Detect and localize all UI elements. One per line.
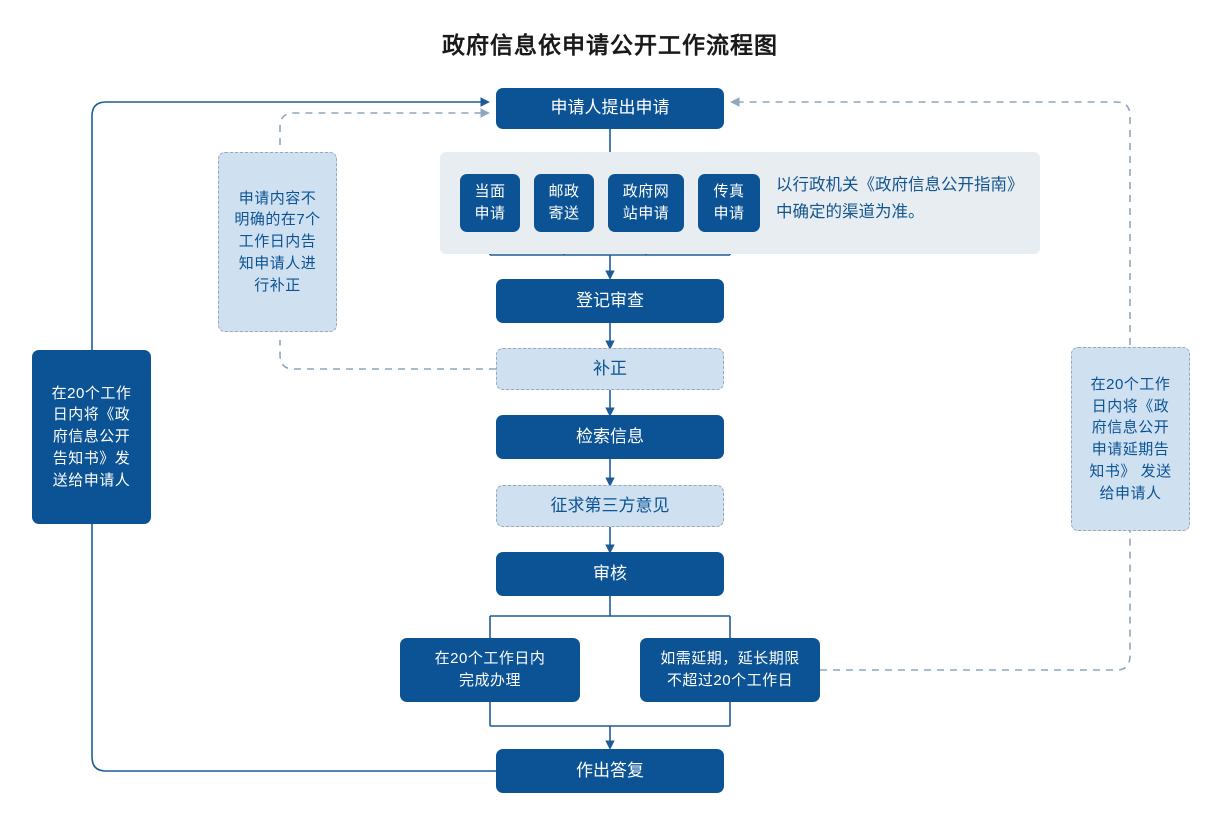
wire-extension-to-rightnote: [820, 530, 1131, 671]
note-unclear-application: 申请内容不 明确的在7个 工作日内告 知申请人进 行补正: [218, 152, 337, 332]
channel-note-text: 以行政机关《政府信息公开指南》 中确定的渠道为准。: [776, 176, 1024, 222]
node-review[interactable]: 审核: [496, 552, 724, 596]
wire-leftnote-to-start: [279, 108, 490, 145]
node-complete-within-20-days[interactable]: 在20个工作日内 完成办理: [400, 638, 580, 702]
node-registration-review[interactable]: 登记审查: [496, 279, 724, 323]
node-channel-fax[interactable]: 传真 申请: [698, 174, 760, 232]
note-extension-notice: 在20个工作 日内将《政 府信息公开 申请延期告 知书》 发送 给申请人: [1071, 347, 1190, 531]
node-channel-website[interactable]: 政府网 站申请: [608, 174, 684, 232]
node-supplement[interactable]: 补正: [496, 348, 724, 390]
node-channel-postal[interactable]: 邮政 寄送: [534, 174, 594, 232]
node-third-party-opinion[interactable]: 征求第三方意见: [496, 485, 724, 527]
node-search-information[interactable]: 检索信息: [496, 415, 724, 459]
node-issue-reply[interactable]: 作出答复: [496, 749, 724, 793]
note-disclosure-notice: 在20个工作 日内将《政 府信息公开 告知书》发 送给申请人: [32, 350, 151, 524]
wire-fix-to-leftnote: [279, 340, 496, 370]
page-title: 政府信息依申请公开工作流程图: [442, 32, 778, 58]
node-extension-20-days[interactable]: 如需延期，延长期限 不超过20个工作日: [640, 638, 820, 702]
node-channel-in-person[interactable]: 当面 申请: [460, 174, 520, 232]
node-start[interactable]: 申请人提出申请: [496, 88, 724, 129]
